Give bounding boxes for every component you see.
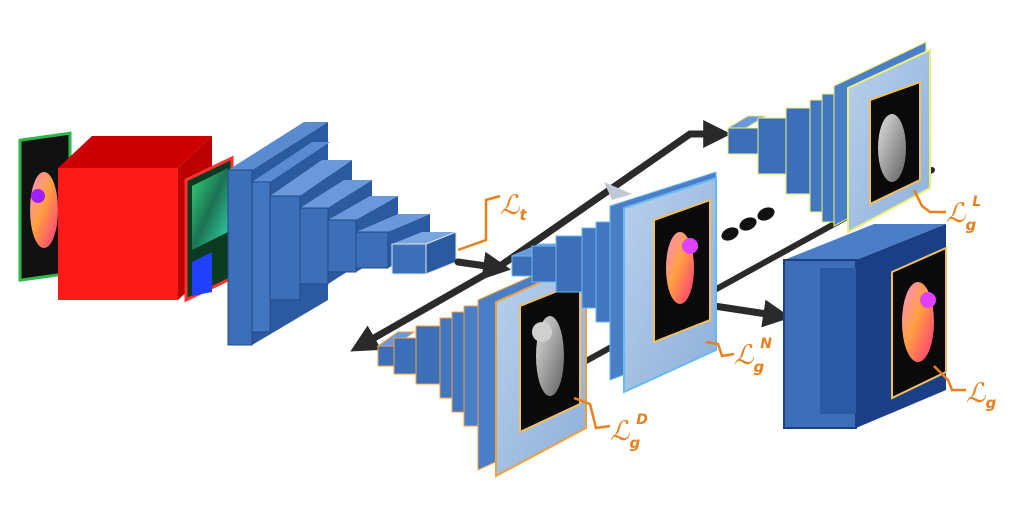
normal-decoder (511, 171, 717, 394)
loss-connectors (457, 189, 966, 430)
light-arrow-hint (604, 182, 632, 200)
loss-final-label: ℒg (966, 378, 996, 412)
loss-total-label: ℒt (500, 190, 527, 224)
loss-light-label: ℒgL (946, 194, 981, 234)
loss-depth-label: ℒgD (610, 412, 648, 452)
light-decoder (726, 41, 931, 234)
loss-normal-label: ℒgN (734, 336, 772, 376)
encoder-pyramid (227, 122, 457, 346)
ellipsis-dots (721, 207, 775, 241)
segmentation-image (184, 155, 234, 303)
final-renderer-block (783, 224, 947, 429)
depth-decoder (376, 251, 587, 478)
